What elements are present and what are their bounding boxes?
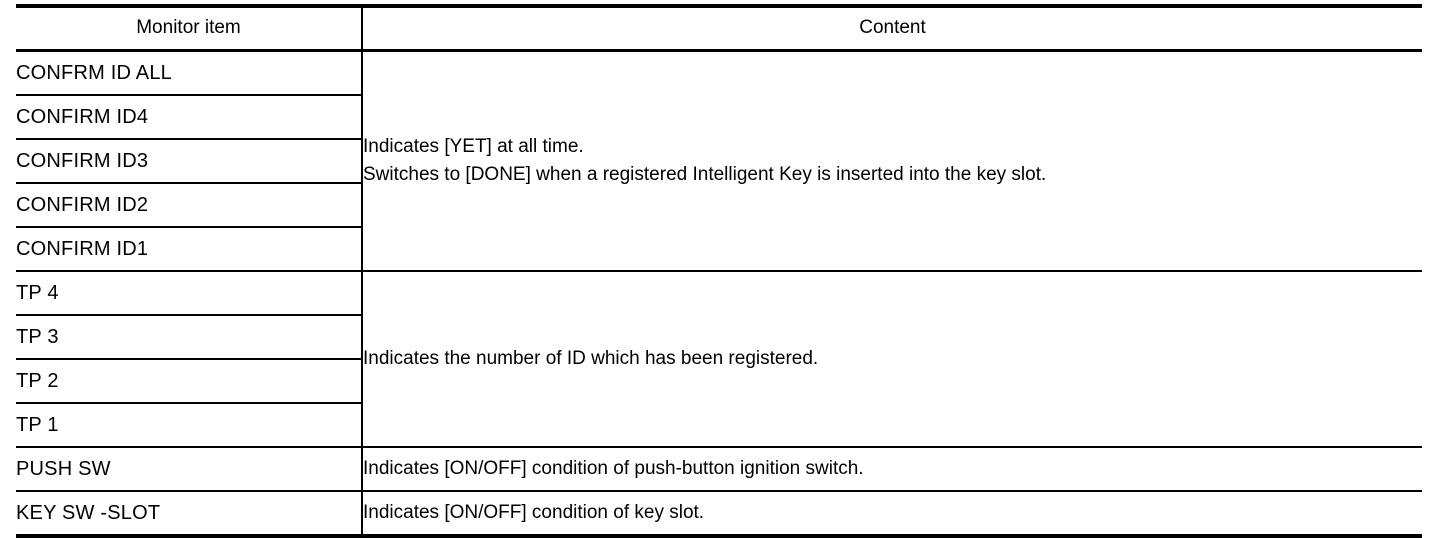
- table-row: CONFRM ID ALL Indicates [YET] at all tim…: [16, 50, 1422, 272]
- monitor-item-cell: TP 1: [16, 403, 363, 448]
- monitor-item-cell: CONFIRM ID4: [16, 95, 363, 140]
- content-cell: Indicates [ON/OFF] condition of key slot…: [362, 491, 1422, 538]
- monitor-item-cell: CONFRM ID ALL: [16, 50, 363, 96]
- content-line: Indicates [ON/OFF] condition of key slot…: [363, 502, 705, 524]
- table-row: KEY SW -SLOT Indicates [ON/OFF] conditio…: [16, 491, 1422, 538]
- monitor-item-cell: TP 2: [16, 359, 363, 404]
- monitor-item-cell: CONFIRM ID2: [16, 183, 363, 228]
- table-row: CONFIRM ID2: [16, 183, 1422, 228]
- content-line: Switches to [DONE] when a registered Int…: [363, 164, 1047, 185]
- monitor-item-cell: TP 3: [16, 315, 363, 360]
- monitor-item-cell: PUSH SW: [16, 447, 363, 492]
- table-row: CONFIRM ID1: [16, 227, 1422, 272]
- content-cell: Indicates the number of ID which has bee…: [362, 271, 1422, 448]
- column-header-content: Content: [362, 4, 1422, 52]
- table-row: TP 3: [16, 315, 1422, 360]
- table-header: Monitor item Content: [16, 4, 1422, 52]
- monitor-item-cell: TP 4: [16, 271, 363, 316]
- monitor-item-cell: CONFIRM ID1: [16, 227, 363, 272]
- table-header-row: Monitor item Content: [16, 4, 1422, 52]
- content-line: Indicates [ON/OFF] condition of push-but…: [363, 458, 864, 480]
- content-line: Indicates the number of ID which has bee…: [363, 348, 819, 370]
- monitor-item-cell: CONFIRM ID3: [16, 139, 363, 184]
- table-row: TP 2: [16, 359, 1422, 404]
- table-row: TP 1: [16, 403, 1422, 448]
- content-cell: Indicates [YET] at all time. Switches to…: [362, 50, 1422, 272]
- table-row: CONFIRM ID4: [16, 95, 1422, 140]
- table-body: CONFRM ID ALL Indicates [YET] at all tim…: [16, 50, 1422, 538]
- column-header-monitor-item: Monitor item: [16, 4, 363, 52]
- table-row: PUSH SW Indicates [ON/OFF] condition of …: [16, 447, 1422, 492]
- table-row: CONFIRM ID3: [16, 139, 1422, 184]
- table-row: TP 4 Indicates the number of ID which ha…: [16, 271, 1422, 448]
- content-cell: Indicates [ON/OFF] condition of push-but…: [362, 447, 1422, 492]
- monitor-item-table: Monitor item Content CONFRM ID ALL Indic…: [16, 4, 1422, 538]
- monitor-item-cell: KEY SW -SLOT: [16, 491, 363, 538]
- content-line: Indicates [YET] at all time.: [363, 136, 584, 158]
